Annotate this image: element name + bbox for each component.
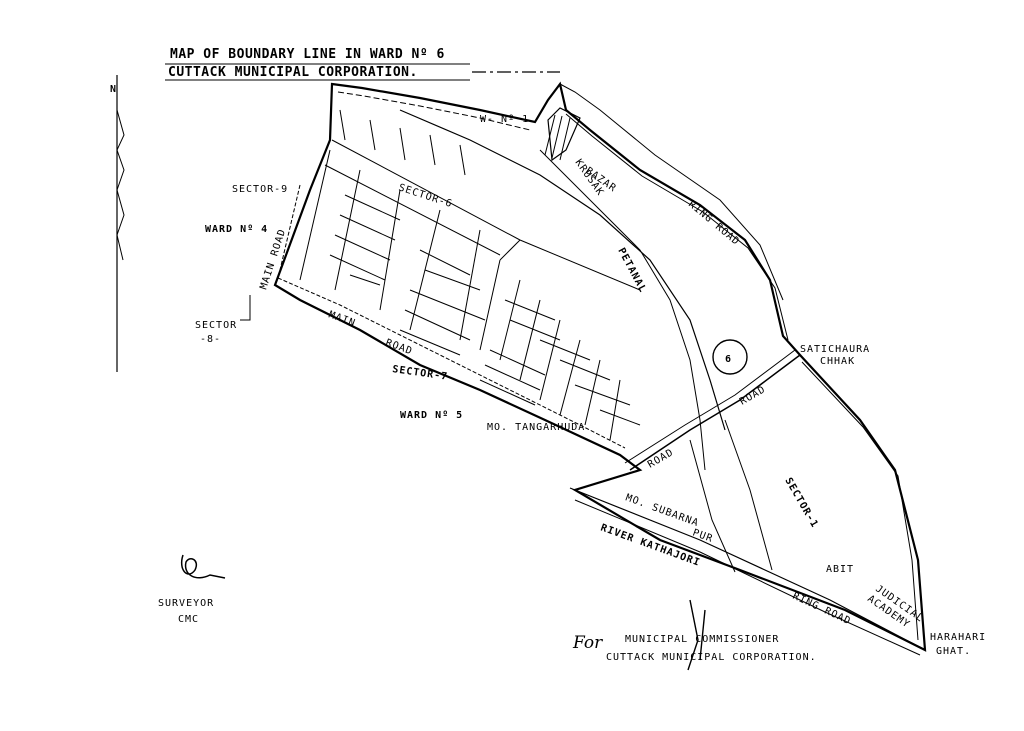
commissioner-signature bbox=[687, 599, 706, 671]
surveyor-signature bbox=[181, 554, 226, 579]
circle-number: 6 bbox=[725, 354, 732, 365]
label-road-lower: ROAD bbox=[646, 447, 676, 471]
sector8-marker bbox=[240, 295, 251, 321]
commissioner-title: MUNICIPAL COMMISSIONER bbox=[625, 634, 779, 645]
label-ward5: WARD Nº 5 bbox=[400, 410, 463, 421]
label-satichaura-b: CHHAK bbox=[820, 356, 855, 367]
surveyor-signature-block: SURVEYOR CMC bbox=[158, 554, 226, 625]
label-ward4: WARD Nº 4 bbox=[205, 224, 268, 235]
krusak-bazar-block bbox=[544, 107, 581, 162]
label-river: RIVER KATHAJORI bbox=[599, 522, 702, 568]
label-harahari-a: HARAHARI bbox=[930, 632, 986, 643]
surveyor-label: SURVEYOR bbox=[158, 598, 214, 609]
label-sector9: SECTOR-9 bbox=[232, 184, 288, 195]
surveyor-org: CMC bbox=[178, 614, 199, 625]
label-sector8-b: -8- bbox=[200, 334, 221, 345]
label-road-right: ROAD bbox=[738, 384, 768, 408]
commissioner-org: CUTTACK MUNICIPAL CORPORATION. bbox=[606, 652, 817, 663]
petanal-canal bbox=[399, 109, 773, 573]
north-arrow-icon: N bbox=[110, 75, 125, 372]
north-label: N bbox=[110, 84, 117, 95]
satichaura-road-edge bbox=[624, 349, 796, 464]
main-road-vertical-line bbox=[279, 184, 301, 271]
label-main-road: MAIN bbox=[327, 309, 357, 329]
map-title-line1: MAP OF BOUNDARY LINE IN WARD Nº 6 bbox=[170, 47, 445, 62]
label-sector1: SECTOR-1 bbox=[782, 476, 820, 530]
river-kathajori-road bbox=[569, 487, 926, 656]
main-road-line bbox=[277, 277, 626, 449]
map-title-line2: CUTTACK MUNICIPAL CORPORATION. bbox=[168, 65, 418, 80]
satichaura-road bbox=[629, 354, 801, 471]
label-sector8-a: SECTOR bbox=[195, 320, 237, 331]
label-tangarhuda: MO. TANGARHUDA bbox=[487, 422, 585, 433]
label-harahari-b: GHAT. bbox=[936, 646, 971, 657]
ring-road-top-line bbox=[559, 83, 784, 301]
label-subarna-b: PUR bbox=[691, 527, 715, 545]
label-satichaura-a: SATICHAURA bbox=[800, 344, 870, 355]
commissioner-prefix: For bbox=[572, 633, 603, 653]
ward-boundary bbox=[273, 81, 927, 652]
label-main-road-b: ROAD bbox=[384, 337, 414, 357]
label-subarna-a: MO. SUBARNA bbox=[624, 492, 700, 529]
label-sector7: SECTOR-7 bbox=[392, 364, 449, 383]
label-abit: ABIT bbox=[826, 564, 854, 575]
label-w-no1: W- Nº 1 bbox=[480, 114, 529, 125]
plot-subdivisions bbox=[299, 109, 641, 441]
commissioner-signature-block: For MUNICIPAL COMMISSIONER CUTTACK MUNIC… bbox=[572, 599, 817, 671]
label-ring-road-top: RING ROAD bbox=[686, 199, 741, 248]
ward-circle-marker bbox=[712, 339, 748, 375]
